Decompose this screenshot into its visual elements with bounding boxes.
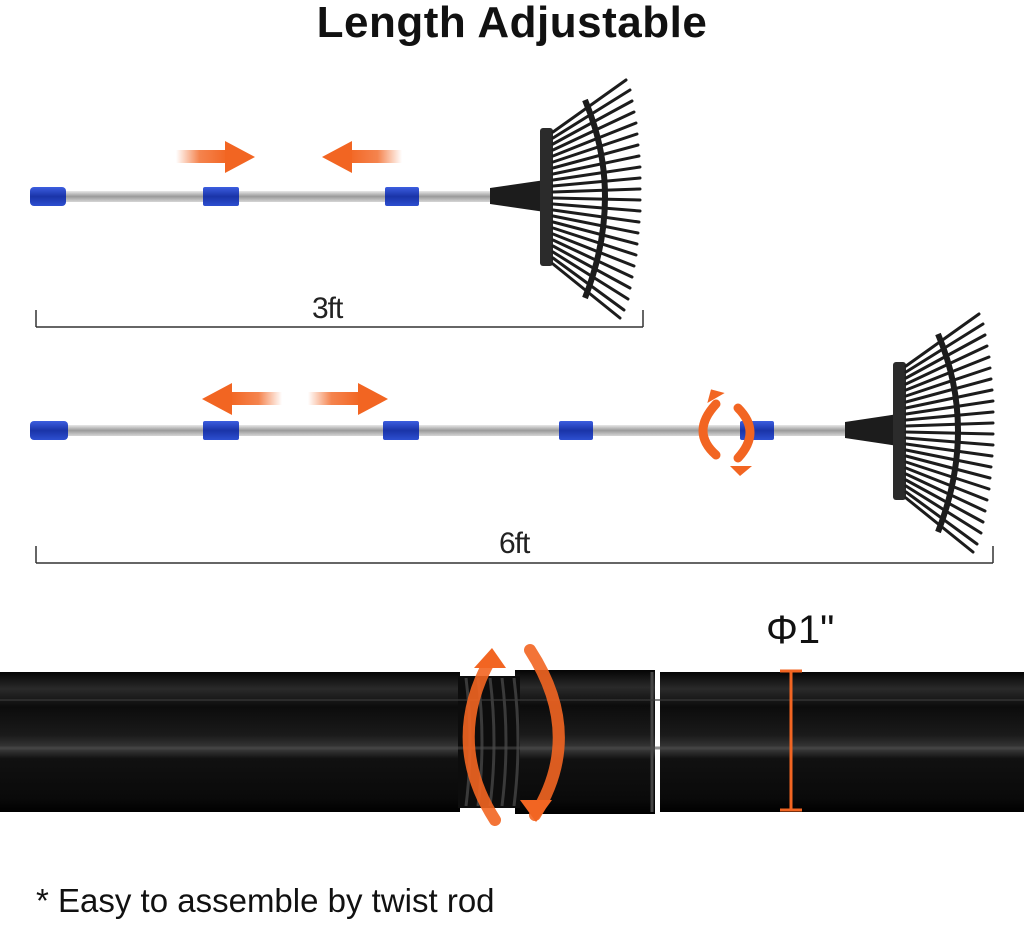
tube-closeup [0,644,1024,826]
twist-rotate-icon [698,399,755,463]
footnote: * Easy to assemble by twist rod [36,882,495,919]
compress-arrow-left-icon [322,141,402,173]
short-rake [30,78,644,328]
diameter-marker [780,669,802,812]
extend-arrow-left-icon [202,383,282,415]
short-length-label: 3ft [312,292,343,325]
page-title: Length Adjustable [316,0,708,47]
long-dimension-line [35,546,994,564]
diameter-label: Φ1" [766,608,835,652]
compress-arrow-right-icon [176,141,255,173]
extend-arrow-right-icon [308,383,388,415]
long-length-label: 6ft [499,527,530,560]
joint-twist-icon [462,644,565,826]
long-rake [30,312,995,564]
short-dimension-line [35,310,644,328]
